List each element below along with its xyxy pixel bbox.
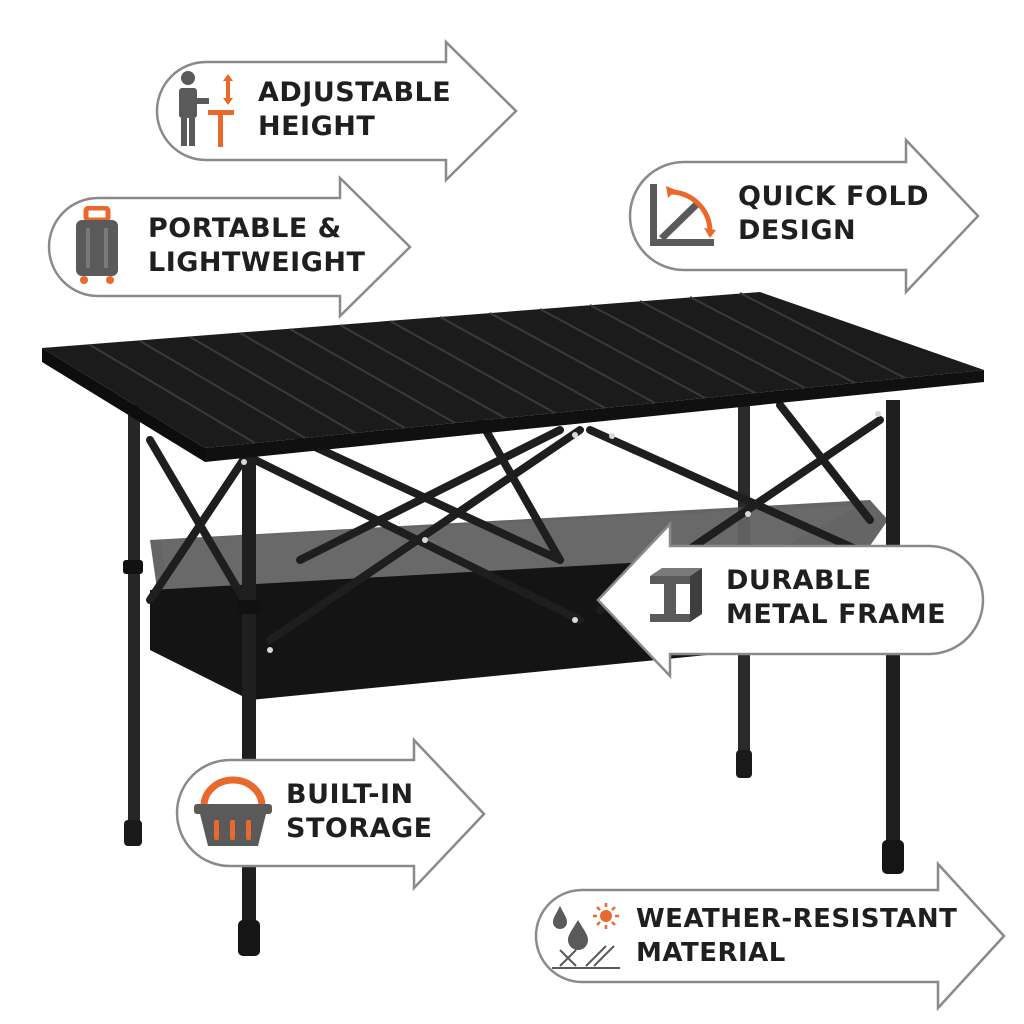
basket-icon	[194, 776, 272, 846]
weather-drops-sun-icon	[552, 903, 620, 969]
callout-quick-fold-line1: QUICK FOLD	[738, 181, 930, 212]
callout-adjustable-height: ADJUSTABLE HEIGHT	[146, 38, 522, 184]
callout-adjustable-height-line2: HEIGHT	[258, 111, 376, 142]
callout-adjustable-height-line1: ADJUSTABLE	[258, 77, 452, 108]
person-desk-height-icon	[179, 71, 234, 147]
callout-weather-line2: MATERIAL	[636, 938, 786, 968]
callout-portable-lightweight: PORTABLE & LIGHTWEIGHT	[38, 174, 416, 320]
callout-portable-line2: LIGHTWEIGHT	[148, 247, 366, 278]
callout-storage-line2: STORAGE	[286, 813, 433, 844]
callout-quick-fold-design: QUICK FOLD DESIGN	[622, 136, 984, 296]
suitcase-icon	[76, 206, 118, 284]
callout-quick-fold-line2: DESIGN	[738, 215, 857, 246]
steel-beam-icon	[650, 568, 702, 622]
callout-metal-frame-line1: DURABLE	[726, 565, 872, 596]
callout-portable-line1: PORTABLE &	[148, 213, 342, 244]
callout-weather-resistant-material: WEATHER-RESISTANT MATERIAL	[526, 860, 1010, 1012]
callout-durable-metal-frame: DURABLE METAL FRAME	[594, 520, 986, 680]
callout-weather-line1: WEATHER-RESISTANT	[636, 904, 958, 934]
callout-metal-frame-line2: METAL FRAME	[726, 599, 947, 630]
fold-arrow-icon	[650, 184, 716, 246]
callout-storage-line1: BUILT-IN	[286, 779, 414, 810]
callout-built-in-storage: BUILT-IN STORAGE	[170, 736, 490, 892]
